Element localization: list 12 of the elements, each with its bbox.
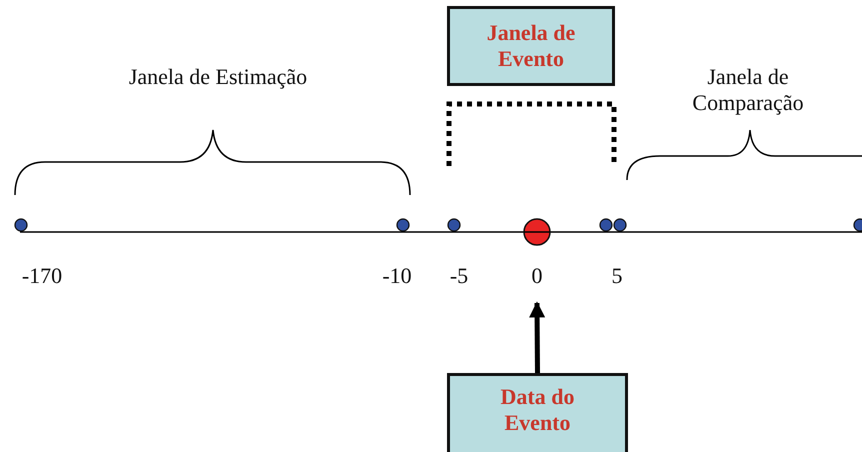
box-title: Data do Evento <box>500 384 576 437</box>
tick-label: -10 <box>382 263 412 290</box>
window-label: Janela de Comparação <box>691 64 805 117</box>
tick-label: 5 <box>612 263 622 290</box>
tick-label: -5 <box>450 263 468 290</box>
text-box <box>447 373 628 452</box>
arrow <box>529 301 546 374</box>
box-title: Janela de Evento <box>486 20 576 72</box>
window-label: Janela de Estimação <box>128 64 308 90</box>
text-box <box>447 6 615 86</box>
tick-label: -170 <box>22 263 62 290</box>
tick-label: 0 <box>532 263 542 290</box>
